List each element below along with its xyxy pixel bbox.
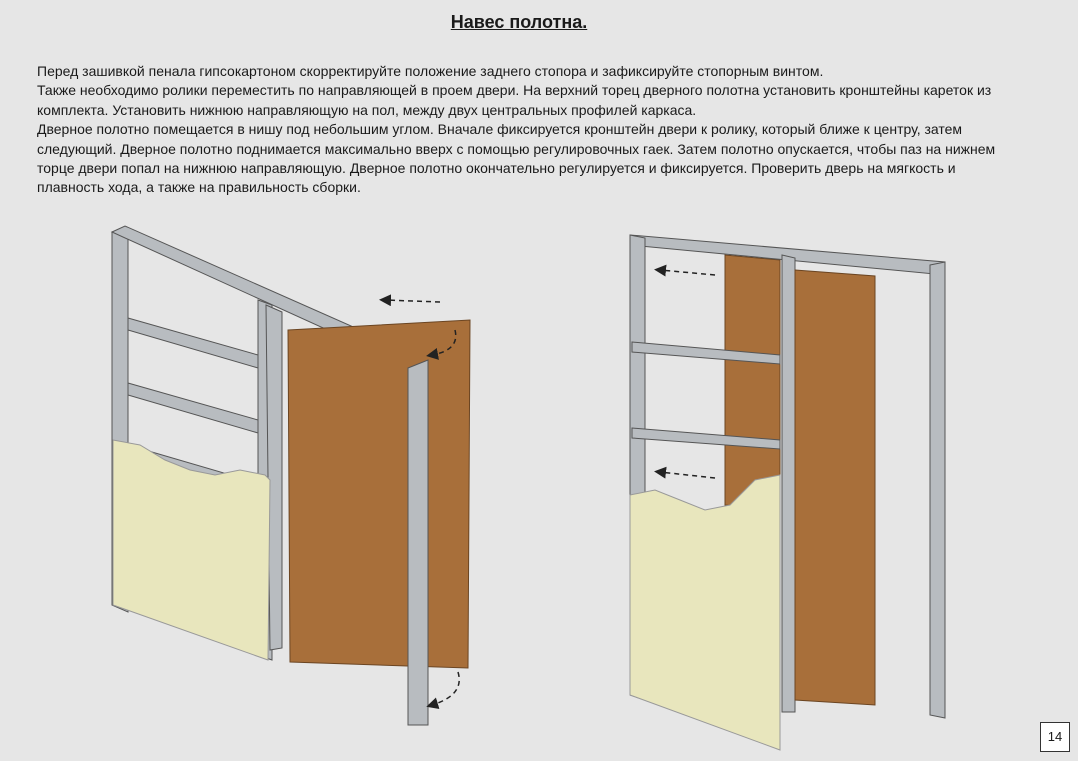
door-hanging-illustration-installed [629, 234, 946, 751]
text-line: торце двери попал на нижнюю направляющую… [37, 160, 956, 177]
door-panel [794, 269, 876, 706]
page-title: Навес полотна. [450, 12, 588, 32]
text-line: плавность хода, а также на правильность … [37, 179, 361, 196]
door-panel [287, 319, 471, 669]
arrow-icon [654, 264, 716, 277]
drywall-panel [629, 474, 781, 751]
arrow-icon [654, 466, 716, 479]
text-line: комплекта. Установить нижнюю направляющу… [37, 101, 697, 118]
text-line: следующий. Дверное полотно поднимается м… [37, 140, 996, 157]
arrow-icon [426, 329, 457, 360]
door-hanging-illustration-angled [110, 225, 471, 726]
text-line: Перед зашивкой пенала гипсокартоном скор… [37, 63, 824, 79]
instructions-text: Перед зашивкой пенала гипсокартоном скор… [37, 62, 1057, 198]
arrow-icon [426, 671, 460, 709]
drywall-panel [112, 439, 271, 661]
text-line: Дверное полотно помещается в нишу под не… [37, 121, 963, 138]
arrow-icon [379, 294, 441, 307]
door-panel-back [724, 254, 781, 511]
page-number: 14 [1040, 722, 1070, 752]
text-line: Также необходимо ролики переместить по н… [37, 82, 992, 99]
